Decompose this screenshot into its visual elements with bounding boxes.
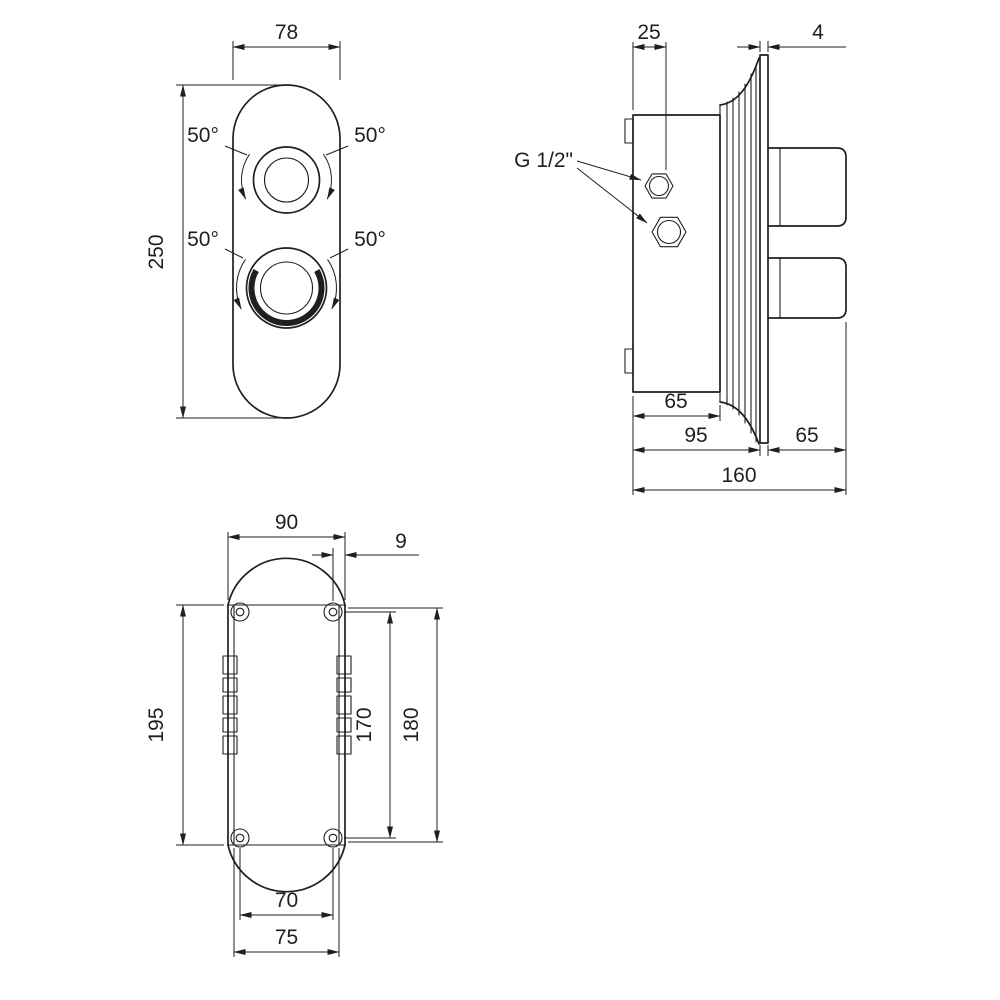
upper-knob-rotation-arrow-right (322, 153, 335, 200)
body-tab-top (624, 118, 634, 144)
box-bottom-dome (227, 844, 346, 893)
angle-upper-knob-right: 50° (354, 124, 386, 147)
handle-top (767, 147, 847, 227)
upper-knob-rotation-arrow-left (238, 153, 251, 200)
upper-knob-inner (263, 157, 310, 203)
dim-hole-spacing-horizontal: 70 (275, 889, 298, 912)
angle-lower-knob-left: 50° (187, 228, 219, 251)
dim-outer-height: 180 (400, 707, 423, 742)
angle-lower-knob-right: 50° (354, 228, 386, 251)
dim-total-depth: 160 (721, 464, 756, 487)
lower-knob-inner (259, 261, 314, 315)
side-dimension-lines (576, 41, 847, 495)
side-clips-right (336, 655, 352, 755)
handle-bottom (767, 257, 847, 319)
side-view: 25 4 G 1/2" 65 95 65 160 (514, 21, 847, 495)
dim-handle-projection: 65 (795, 424, 818, 447)
dim-plate-thickness: 4 (812, 21, 824, 44)
front-view: 78 250 50° 50° 50° 50° (145, 21, 386, 419)
dim-hole-spacing-vertical: 170 (353, 707, 376, 742)
dim-plate-width: 78 (275, 21, 298, 44)
dim-body-depth: 65 (664, 390, 687, 413)
dim-box-height: 195 (145, 707, 168, 742)
dim-box-width: 90 (275, 511, 298, 534)
thread-label: G 1/2" (514, 149, 573, 172)
mounting-ears (230, 602, 343, 848)
dim-built-in-depth: 95 (684, 424, 707, 447)
dim-inlet-offset: 25 (637, 21, 660, 44)
lower-knob-rotation-arrow-left (233, 259, 246, 310)
side-clips-left (222, 655, 238, 755)
thread-leader-lower (576, 167, 648, 224)
box-dimension-lines (176, 532, 443, 957)
lower-knob-outer (245, 247, 328, 329)
inlet-fitting-lower (651, 216, 687, 248)
installation-box-view: 90 9 195 170 180 70 75 (145, 511, 443, 957)
dim-hole-edge-offset: 9 (395, 530, 407, 553)
faceplate-outline (232, 84, 341, 419)
body-tab-bottom (624, 348, 634, 374)
valve-body (632, 114, 721, 393)
lower-knob-grip-arc (248, 269, 325, 327)
wall-plate-edge (759, 54, 769, 444)
thread-leader-upper (576, 160, 642, 181)
box-top-dome (227, 557, 346, 606)
front-dimension-lines (176, 41, 349, 419)
inlet-fitting-upper (644, 173, 674, 199)
dim-plate-height: 250 (145, 234, 168, 269)
lower-knob-rotation-arrow-right (327, 259, 340, 310)
upper-knob-outer (252, 146, 321, 214)
dim-body-width: 75 (275, 926, 298, 949)
escutcheon-collar (719, 57, 760, 445)
angle-upper-knob-left: 50° (187, 124, 219, 147)
